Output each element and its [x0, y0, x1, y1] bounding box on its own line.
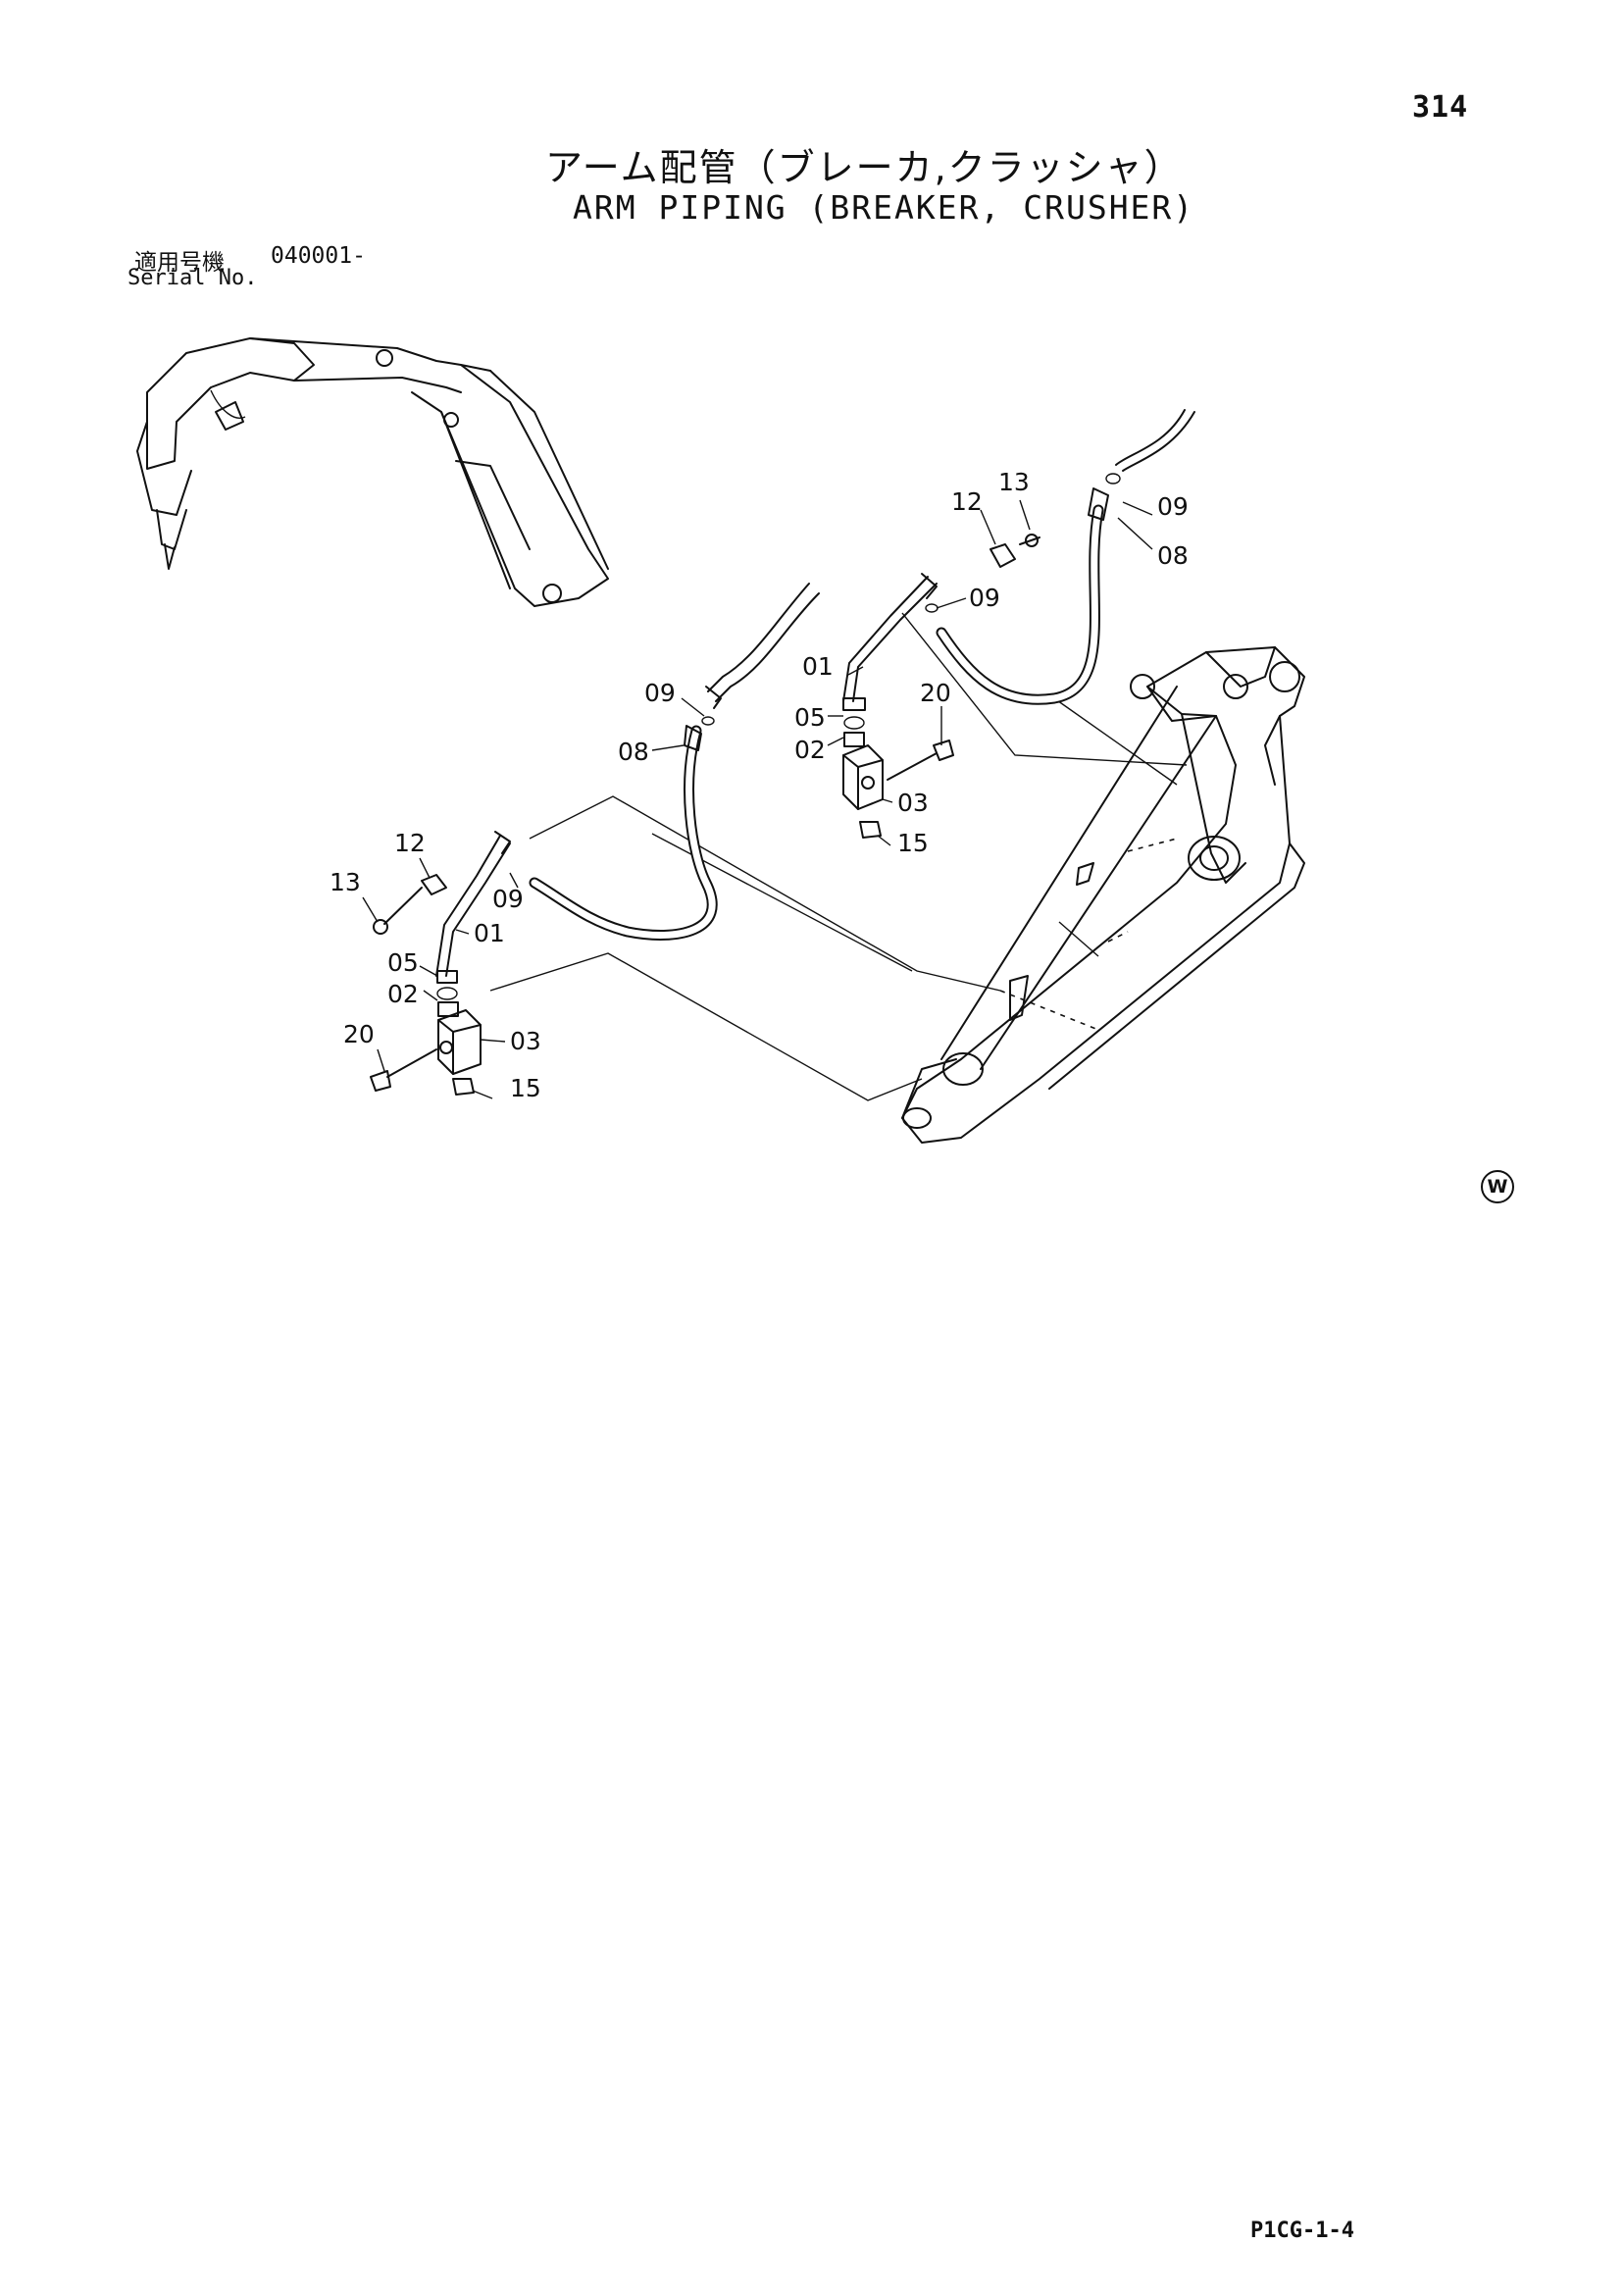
callout-05-top: 05: [794, 703, 826, 732]
callout-01-top: 01: [802, 652, 834, 681]
callout-12-bottom: 12: [394, 829, 426, 857]
page-number: 314: [1412, 90, 1469, 125]
callout-03-top: 03: [897, 789, 929, 817]
callout-15-bottom: 15: [510, 1074, 541, 1102]
callout-13-bottom: 13: [330, 868, 361, 896]
serial-number-value: 040001-: [271, 243, 366, 269]
callout-01-bottom: 01: [474, 919, 505, 947]
page-title-japanese: アーム配管（ブレーカ,クラッシャ）: [545, 146, 1184, 189]
callout-05-bottom: 05: [387, 948, 419, 977]
callout-09-middle: 09: [969, 584, 1000, 612]
callout-leaders: [362, 499, 1153, 1099]
callout-02-bottom: 02: [387, 980, 419, 1008]
footer-code: P1CG-1-4: [1250, 2219, 1354, 2243]
variant-mark-circle: W: [1481, 1170, 1514, 1203]
callout-13-top: 13: [998, 468, 1030, 496]
callout-09-left: 09: [644, 679, 676, 707]
callout-08-top-right: 08: [1157, 541, 1189, 570]
callout-02-top: 02: [794, 736, 826, 764]
callout-12-top: 12: [951, 487, 983, 516]
serial-label-japanese: 適用号機: [134, 250, 225, 276]
callout-09-bottom: 09: [492, 885, 524, 913]
callout-03-bottom: 03: [510, 1027, 541, 1055]
page-title-english: ARM PIPING (BREAKER, CRUSHER): [573, 188, 1195, 227]
overview-arm-sketch: [136, 337, 609, 607]
callout-labels: 13 12 09 08 09 01 20 05 02 03 15 09 08 1…: [330, 468, 1189, 1102]
lower-pipe-assembly: [370, 583, 820, 1096]
callout-15-top: 15: [897, 829, 929, 857]
callout-09-top-right: 09: [1157, 492, 1189, 521]
upper-pipe-assembly: [842, 409, 1195, 839]
arm-structure: [901, 646, 1305, 1144]
serial-label-english: Serial No.: [127, 266, 258, 290]
callout-20-top: 20: [920, 679, 951, 707]
callout-08-left: 08: [618, 738, 649, 766]
callout-20-bottom: 20: [343, 1020, 375, 1048]
